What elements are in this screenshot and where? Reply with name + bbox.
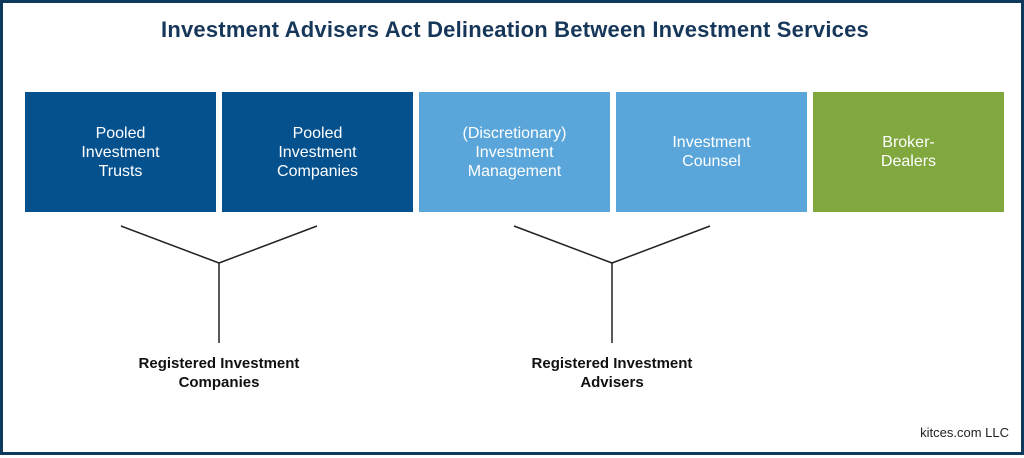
box-pooled-investment-trusts: Pooled Investment Trusts bbox=[25, 92, 216, 212]
box-label: (Discretionary) Investment Management bbox=[462, 124, 567, 180]
box-label: Pooled Investment Trusts bbox=[81, 124, 160, 180]
box-investment-counsel: Investment Counsel bbox=[616, 92, 807, 212]
box-discretionary-investment-management: (Discretionary) Investment Management bbox=[419, 92, 610, 212]
connector-branch-right bbox=[218, 225, 318, 264]
group-label-registered-investment-companies: Registered Investment Companies bbox=[138, 355, 300, 391]
box-label: Broker- Dealers bbox=[880, 134, 937, 170]
box-broker-dealers: Broker- Dealers bbox=[813, 92, 1004, 212]
connector-lines bbox=[120, 225, 711, 343]
connector-registered-investment-companies bbox=[120, 225, 318, 343]
connector-branch-left bbox=[513, 225, 613, 264]
diagram-title: Investment Advisers Act Delineation Betw… bbox=[161, 17, 869, 42]
connector-branch-left bbox=[120, 225, 220, 264]
box-label: Pooled Investment Companies bbox=[277, 124, 358, 180]
connector-registered-investment-advisers bbox=[513, 225, 711, 343]
box-label: Investment Counsel bbox=[672, 134, 751, 170]
credit-text: kitces.com LLC bbox=[920, 425, 1009, 440]
box-pooled-investment-companies: Pooled Investment Companies bbox=[222, 92, 413, 212]
group-label-registered-investment-advisers: Registered Investment Advisers bbox=[531, 355, 693, 391]
connector-branch-right bbox=[611, 225, 711, 264]
